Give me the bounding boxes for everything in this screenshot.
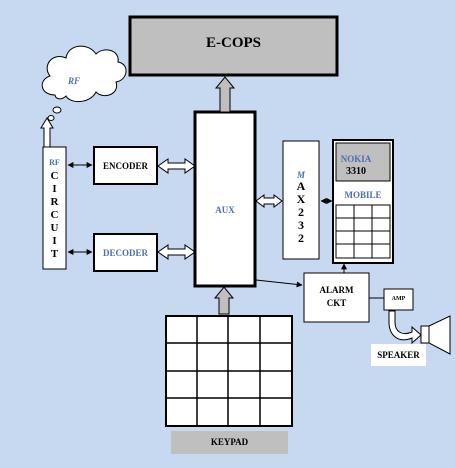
vertical-letter: A (296, 179, 306, 193)
vertical-letter: C (50, 209, 59, 221)
vertical-letter: T (50, 248, 59, 260)
vertical-letter: 3 (297, 218, 304, 232)
max232-first-letter: M (296, 170, 305, 180)
vertical-letter: U (50, 222, 59, 234)
encoder-aux-arrow (157, 158, 196, 174)
speaker-icon (420, 315, 451, 355)
vertical-letter: 2 (297, 205, 304, 219)
keypad-label: KEYPAD (210, 437, 249, 447)
ecops-label: E-COPS (205, 34, 261, 51)
amp-box (383, 288, 414, 311)
vertical-letter: 2 (297, 231, 304, 245)
rf-circuit-prefix: RF (49, 157, 60, 167)
aux-alarm-arrow (255, 279, 303, 288)
vertical-letter: X (296, 192, 306, 206)
max232-box (282, 140, 320, 260)
keypad-grid (165, 315, 293, 427)
aux-label: AUX (215, 205, 235, 215)
vertical-letter: R (50, 196, 59, 208)
decoder-aux-arrow (157, 244, 196, 260)
vertical-letter: I (52, 235, 57, 247)
nokia-label: NOKIA (340, 154, 372, 164)
alarm-line1: ALARM (319, 285, 354, 295)
decoder-label: DECODER (102, 247, 148, 258)
vertical-letter: C (50, 170, 59, 182)
ecops-box (128, 15, 339, 77)
decoder-box (93, 233, 158, 272)
rf-cloud-label: RF (67, 76, 80, 86)
speaker-label-box (371, 344, 426, 366)
mobile-keypad-grid (335, 204, 391, 259)
mobile-screen (335, 142, 391, 182)
encoder-box (93, 146, 158, 185)
aux-ecops-arrow (214, 76, 236, 113)
antenna-arrow (40, 117, 54, 147)
model-label: 3310 (346, 166, 366, 177)
keypad-aux-arrow (213, 286, 235, 315)
encoder-label: ENCODER (102, 160, 148, 171)
alarm-line2: CKT (326, 298, 347, 308)
vertical-letter: I (52, 183, 57, 195)
rf-cloud (41, 45, 127, 121)
mobile-label: MOBILE (344, 190, 382, 200)
aux-box (193, 110, 257, 288)
aux-max232-arrow (255, 194, 283, 208)
speaker-label: SPEAKER (377, 350, 420, 360)
rf-circuit-box (42, 146, 67, 270)
amp-speaker-arrow (388, 310, 422, 345)
keypad-label-box (171, 431, 288, 454)
amp-label: AMP (391, 296, 406, 302)
